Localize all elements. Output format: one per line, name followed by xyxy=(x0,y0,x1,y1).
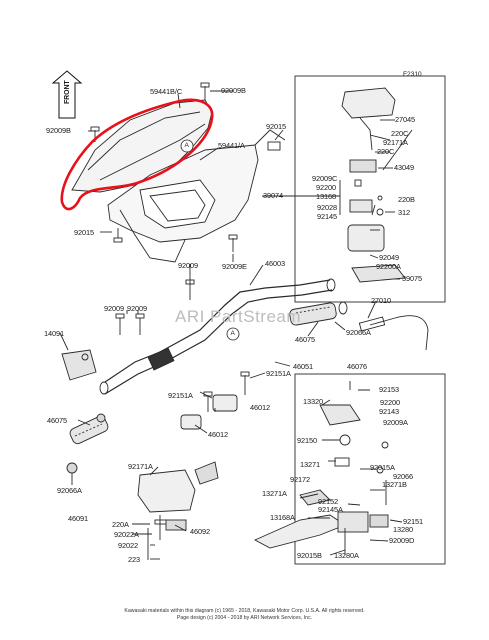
figure-id: F2310 xyxy=(403,71,422,78)
part-220a[interactable]: 220A xyxy=(112,520,129,529)
part-92172[interactable]: 92172 xyxy=(290,475,311,484)
part-14091[interactable]: 14091 xyxy=(44,329,65,338)
front-arrow-icon xyxy=(51,70,83,119)
part-46075-right[interactable]: 46075 xyxy=(295,335,316,344)
part-92009-l1[interactable]: 92009 xyxy=(104,304,125,313)
part-92066[interactable]: 92066 xyxy=(393,472,414,481)
part-92028[interactable]: 92028 xyxy=(317,203,338,212)
part-13271-a[interactable]: 13271 xyxy=(300,460,321,469)
part-312[interactable]: 312 xyxy=(398,208,411,217)
part-92145a[interactable]: 92145A xyxy=(318,505,343,514)
part-59441a[interactable]: 59441/A xyxy=(218,141,245,150)
part-46012-a[interactable]: 46012 xyxy=(250,403,271,412)
part-27045[interactable]: 27045 xyxy=(395,115,416,124)
part-46075-left[interactable]: 46075 xyxy=(47,416,68,425)
part-13271b[interactable]: 13271B xyxy=(382,480,407,489)
part-92171a-bot[interactable]: 92171A xyxy=(128,462,153,471)
part-223[interactable]: 223 xyxy=(128,555,141,564)
part-92009-l2[interactable]: 92009 xyxy=(127,304,148,313)
part-92200-top[interactable]: 92200 xyxy=(316,183,337,192)
copyright-line-2: Page design (c) 2004 - 2018 by ARI Netwo… xyxy=(176,615,313,621)
part-46091[interactable]: 46091 xyxy=(68,514,89,523)
part-92015b[interactable]: 92015B xyxy=(297,551,322,560)
part-39074[interactable]: 39074 xyxy=(263,191,284,200)
part-92200-mid[interactable]: 92200 xyxy=(380,398,401,407)
part-59441bc[interactable]: 59441B/C xyxy=(150,87,183,96)
part-92145-top[interactable]: 92145 xyxy=(317,212,338,221)
part-92152[interactable]: 92152 xyxy=(318,497,339,506)
part-92009-mid[interactable]: 92009 xyxy=(178,261,199,270)
part-220c-2[interactable]: 220C xyxy=(377,147,395,156)
part-46012-b[interactable]: 46012 xyxy=(208,430,229,439)
part-92066a-right[interactable]: 92066A xyxy=(346,328,371,337)
part-92022[interactable]: 92022 xyxy=(118,541,139,550)
part-13271a[interactable]: 13271A xyxy=(262,489,287,498)
callout-a-handlebar: A xyxy=(230,330,235,337)
part-92015a[interactable]: 92015A xyxy=(370,463,395,472)
part-92151[interactable]: 92151 xyxy=(403,517,424,526)
part-43049[interactable]: 43049 xyxy=(394,163,415,172)
part-46092[interactable]: 46092 xyxy=(190,527,211,536)
part-92015-left[interactable]: 92015 xyxy=(74,228,95,237)
part-13280[interactable]: 13280 xyxy=(393,525,414,534)
part-46003[interactable]: 46003 xyxy=(265,259,286,268)
part-13168-top[interactable]: 13168 xyxy=(316,192,337,201)
lever-assembly-box xyxy=(294,373,446,565)
part-92171a-top[interactable]: 92171A xyxy=(383,138,408,147)
part-13320[interactable]: 13320 xyxy=(303,397,324,406)
switch-assembly-box xyxy=(294,75,446,303)
part-92009c[interactable]: 92009C xyxy=(312,174,338,183)
watermark: ARI PartStream xyxy=(175,307,302,326)
part-92153[interactable]: 92153 xyxy=(379,385,400,394)
part-46076[interactable]: 46076 xyxy=(347,362,368,371)
part-92022a[interactable]: 92022A xyxy=(114,530,139,539)
part-92151a-mid[interactable]: 92151A xyxy=(168,391,193,400)
part-92009a[interactable]: 92009A xyxy=(383,418,408,427)
part-92151a-right[interactable]: 92151A xyxy=(266,369,291,378)
part-46051[interactable]: 46051 xyxy=(293,362,314,371)
part-92049[interactable]: 92049 xyxy=(379,253,400,262)
callout-a-cowl: A xyxy=(184,142,189,149)
part-92009b-top[interactable]: 92009B xyxy=(221,86,246,95)
front-label: FRONT xyxy=(64,80,71,104)
part-220b[interactable]: 220B xyxy=(398,195,415,204)
part-92143[interactable]: 92143 xyxy=(379,407,400,416)
part-92015-right[interactable]: 92015 xyxy=(266,122,287,131)
part-13280a[interactable]: 13280A xyxy=(334,551,359,560)
part-220c-1[interactable]: 220C xyxy=(391,129,409,138)
part-92150[interactable]: 92150 xyxy=(297,436,318,445)
part-92200a-top[interactable]: 92200A xyxy=(376,262,401,271)
part-27010[interactable]: 27010 xyxy=(371,296,392,305)
part-92009e[interactable]: 92009E xyxy=(222,262,247,271)
copyright-line-1: Kawasaki materials within this diagram (… xyxy=(124,608,365,614)
part-92009b-left[interactable]: 92009B xyxy=(46,126,71,135)
part-39075[interactable]: 39075 xyxy=(402,274,423,283)
part-13168a[interactable]: 13168A xyxy=(270,513,295,522)
part-92066a-left[interactable]: 92066A xyxy=(57,486,82,495)
highlight-outline xyxy=(60,98,214,211)
part-92009d[interactable]: 92009D xyxy=(389,536,415,545)
